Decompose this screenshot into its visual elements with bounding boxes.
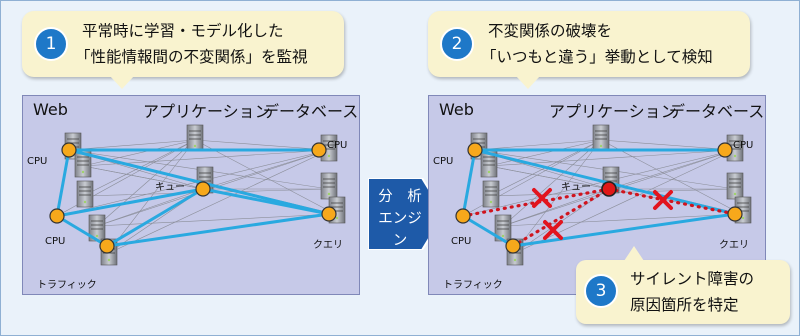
- queue-label: キュー: [561, 182, 591, 193]
- queue-label: キュー: [155, 182, 185, 193]
- step2-callout: 2 不変関係の破壊を 「いつもと違う」挙動として検知: [428, 11, 750, 89]
- step1-text-line2: 「性能情報間の不変関係」を監視: [75, 48, 308, 66]
- step1-text-line1: 平常時に学習・モデル化した: [82, 22, 284, 40]
- web-tier-label: Web: [33, 100, 68, 119]
- app-tier-label: アプリケーション: [143, 102, 271, 121]
- anomaly-node-icon: [601, 181, 617, 197]
- app-tier-label: アプリケーション: [549, 102, 677, 121]
- broken-relations: [461, 187, 737, 248]
- cross-mark-icon: [532, 188, 673, 240]
- invariant-relations: [55, 148, 331, 248]
- cpu-label: CPU: [433, 156, 454, 167]
- db-tier-label: データベース: [669, 102, 765, 121]
- cpu-label: CPU: [327, 140, 348, 151]
- step1-callout: 1 平常時に学習・モデル化した 「性能情報間の不変関係」を監視: [22, 11, 344, 89]
- step2-text-line2: 「いつもと違う」挙動として検知: [481, 48, 713, 66]
- left-system-panel: Web アプリケーション データベース CPU CPU CPU キュー クエリ …: [22, 95, 360, 295]
- step3-badge: 3: [584, 274, 618, 308]
- engine-label-line1: 分 析: [378, 189, 422, 205]
- metric-node-icon: [49, 142, 337, 254]
- cpu-label: CPU: [27, 156, 48, 167]
- invariant-relations: [461, 148, 737, 248]
- step2-badge: 2: [440, 27, 474, 61]
- cpu-label: CPU: [451, 236, 472, 247]
- step3-callout: 3 サイレント障害の 原因箇所を特定: [576, 246, 790, 324]
- traffic-label: トラフィック: [443, 280, 503, 291]
- cpu-label: CPU: [45, 236, 66, 247]
- right-network-graph: [455, 124, 752, 266]
- left-network-graph: [49, 124, 346, 266]
- query-label: クエリ: [719, 240, 749, 251]
- traffic-label: トラフィック: [37, 280, 97, 291]
- db-tier-label: データベース: [263, 102, 359, 121]
- step2-text-line1: 不変関係の破壊を: [488, 22, 613, 40]
- web-tier-label: Web: [439, 100, 474, 119]
- engine-label-line2: エンジン: [378, 211, 422, 249]
- cpu-label: CPU: [733, 140, 754, 151]
- step3-text-line2: 原因箇所を特定: [630, 296, 739, 314]
- query-label: クエリ: [313, 240, 343, 251]
- metric-node-icon: [455, 142, 743, 254]
- step1-badge: 1: [34, 27, 68, 61]
- analysis-engine-label: 分 析 エンジン: [372, 186, 428, 252]
- step3-text-line1: サイレント障害の: [630, 270, 755, 288]
